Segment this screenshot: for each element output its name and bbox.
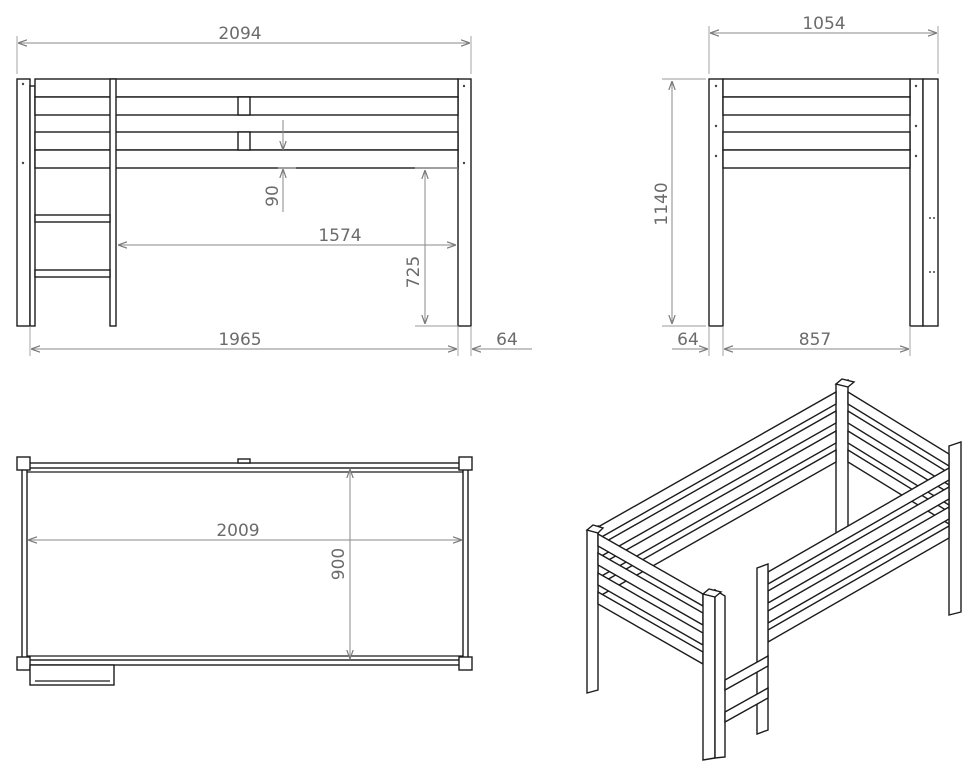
- dim-front-clearance-height: 725: [404, 256, 424, 288]
- iso-back-long-rail-2: [597, 409, 837, 560]
- top-post-br: [458, 656, 473, 671]
- iso-ladder-rung-2: [724, 686, 769, 724]
- dim-side-post-width: 64: [677, 330, 699, 350]
- top-ladder: [29, 664, 115, 686]
- iso-right-short-rail-2: [847, 409, 950, 487]
- iso-right-short-rail-1: [847, 390, 950, 468]
- side-top-rail: [722, 78, 911, 98]
- front-ladder-rung-2: [34, 269, 111, 278]
- top-post-tr: [458, 456, 473, 471]
- front-left-post: [16, 78, 31, 327]
- iso-front-post-side: [714, 588, 726, 759]
- iso-ladder-rung-1: [724, 654, 769, 692]
- dim-side-overall-height: 1140: [652, 182, 672, 225]
- iso-front-post: [702, 589, 716, 761]
- dim-side-overall-width: 1054: [802, 14, 845, 34]
- front-center-block-2: [237, 131, 251, 151]
- front-view: 2094 1574 90 725 1965 64: [16, 24, 532, 356]
- dim-top-width: 900: [329, 548, 349, 580]
- side-right-post: [909, 78, 924, 327]
- iso-cap-front: [701, 588, 723, 598]
- dim-front-post-width: 64: [496, 330, 518, 350]
- iso-back-post: [835, 379, 849, 542]
- top-post-tl: [16, 456, 31, 471]
- top-center-tab: [237, 458, 251, 464]
- dim-front-ladder-to-post: 1574: [318, 226, 361, 246]
- front-ladder-stile: [109, 78, 117, 327]
- front-right-post: [457, 78, 472, 327]
- side-lower-rail: [722, 149, 911, 169]
- iso-back-right-post: [948, 441, 962, 616]
- dim-side-inner-width: 857: [799, 330, 831, 350]
- front-top-rail: [34, 78, 459, 98]
- dim-front-overall-length: 2094: [218, 24, 261, 44]
- iso-cap-back: [834, 378, 856, 388]
- dim-front-rail-gap: 90: [263, 185, 283, 207]
- front-lower-rail: [34, 149, 459, 169]
- side-view: 1054 1140 64 857: [652, 14, 939, 356]
- top-view: 2009 900: [16, 456, 473, 686]
- iso-cap-left: [585, 524, 605, 534]
- side-left-post: [708, 78, 724, 327]
- side-upper-rail: [722, 96, 911, 116]
- dim-top-length: 2009: [216, 521, 259, 541]
- dim-front-inner-length: 1965: [218, 330, 261, 350]
- top-post-bl: [16, 656, 31, 671]
- iso-ladder-stile: [756, 563, 769, 735]
- top-inner-frame: [26, 467, 464, 661]
- isometric-view: [585, 378, 962, 761]
- side-middle-rail: [722, 131, 911, 151]
- front-ladder-rung-1: [34, 214, 111, 223]
- front-left-post-inner: [29, 85, 36, 327]
- front-center-block: [237, 96, 251, 116]
- side-ladder-edge: [922, 78, 939, 327]
- iso-left-post: [586, 525, 599, 694]
